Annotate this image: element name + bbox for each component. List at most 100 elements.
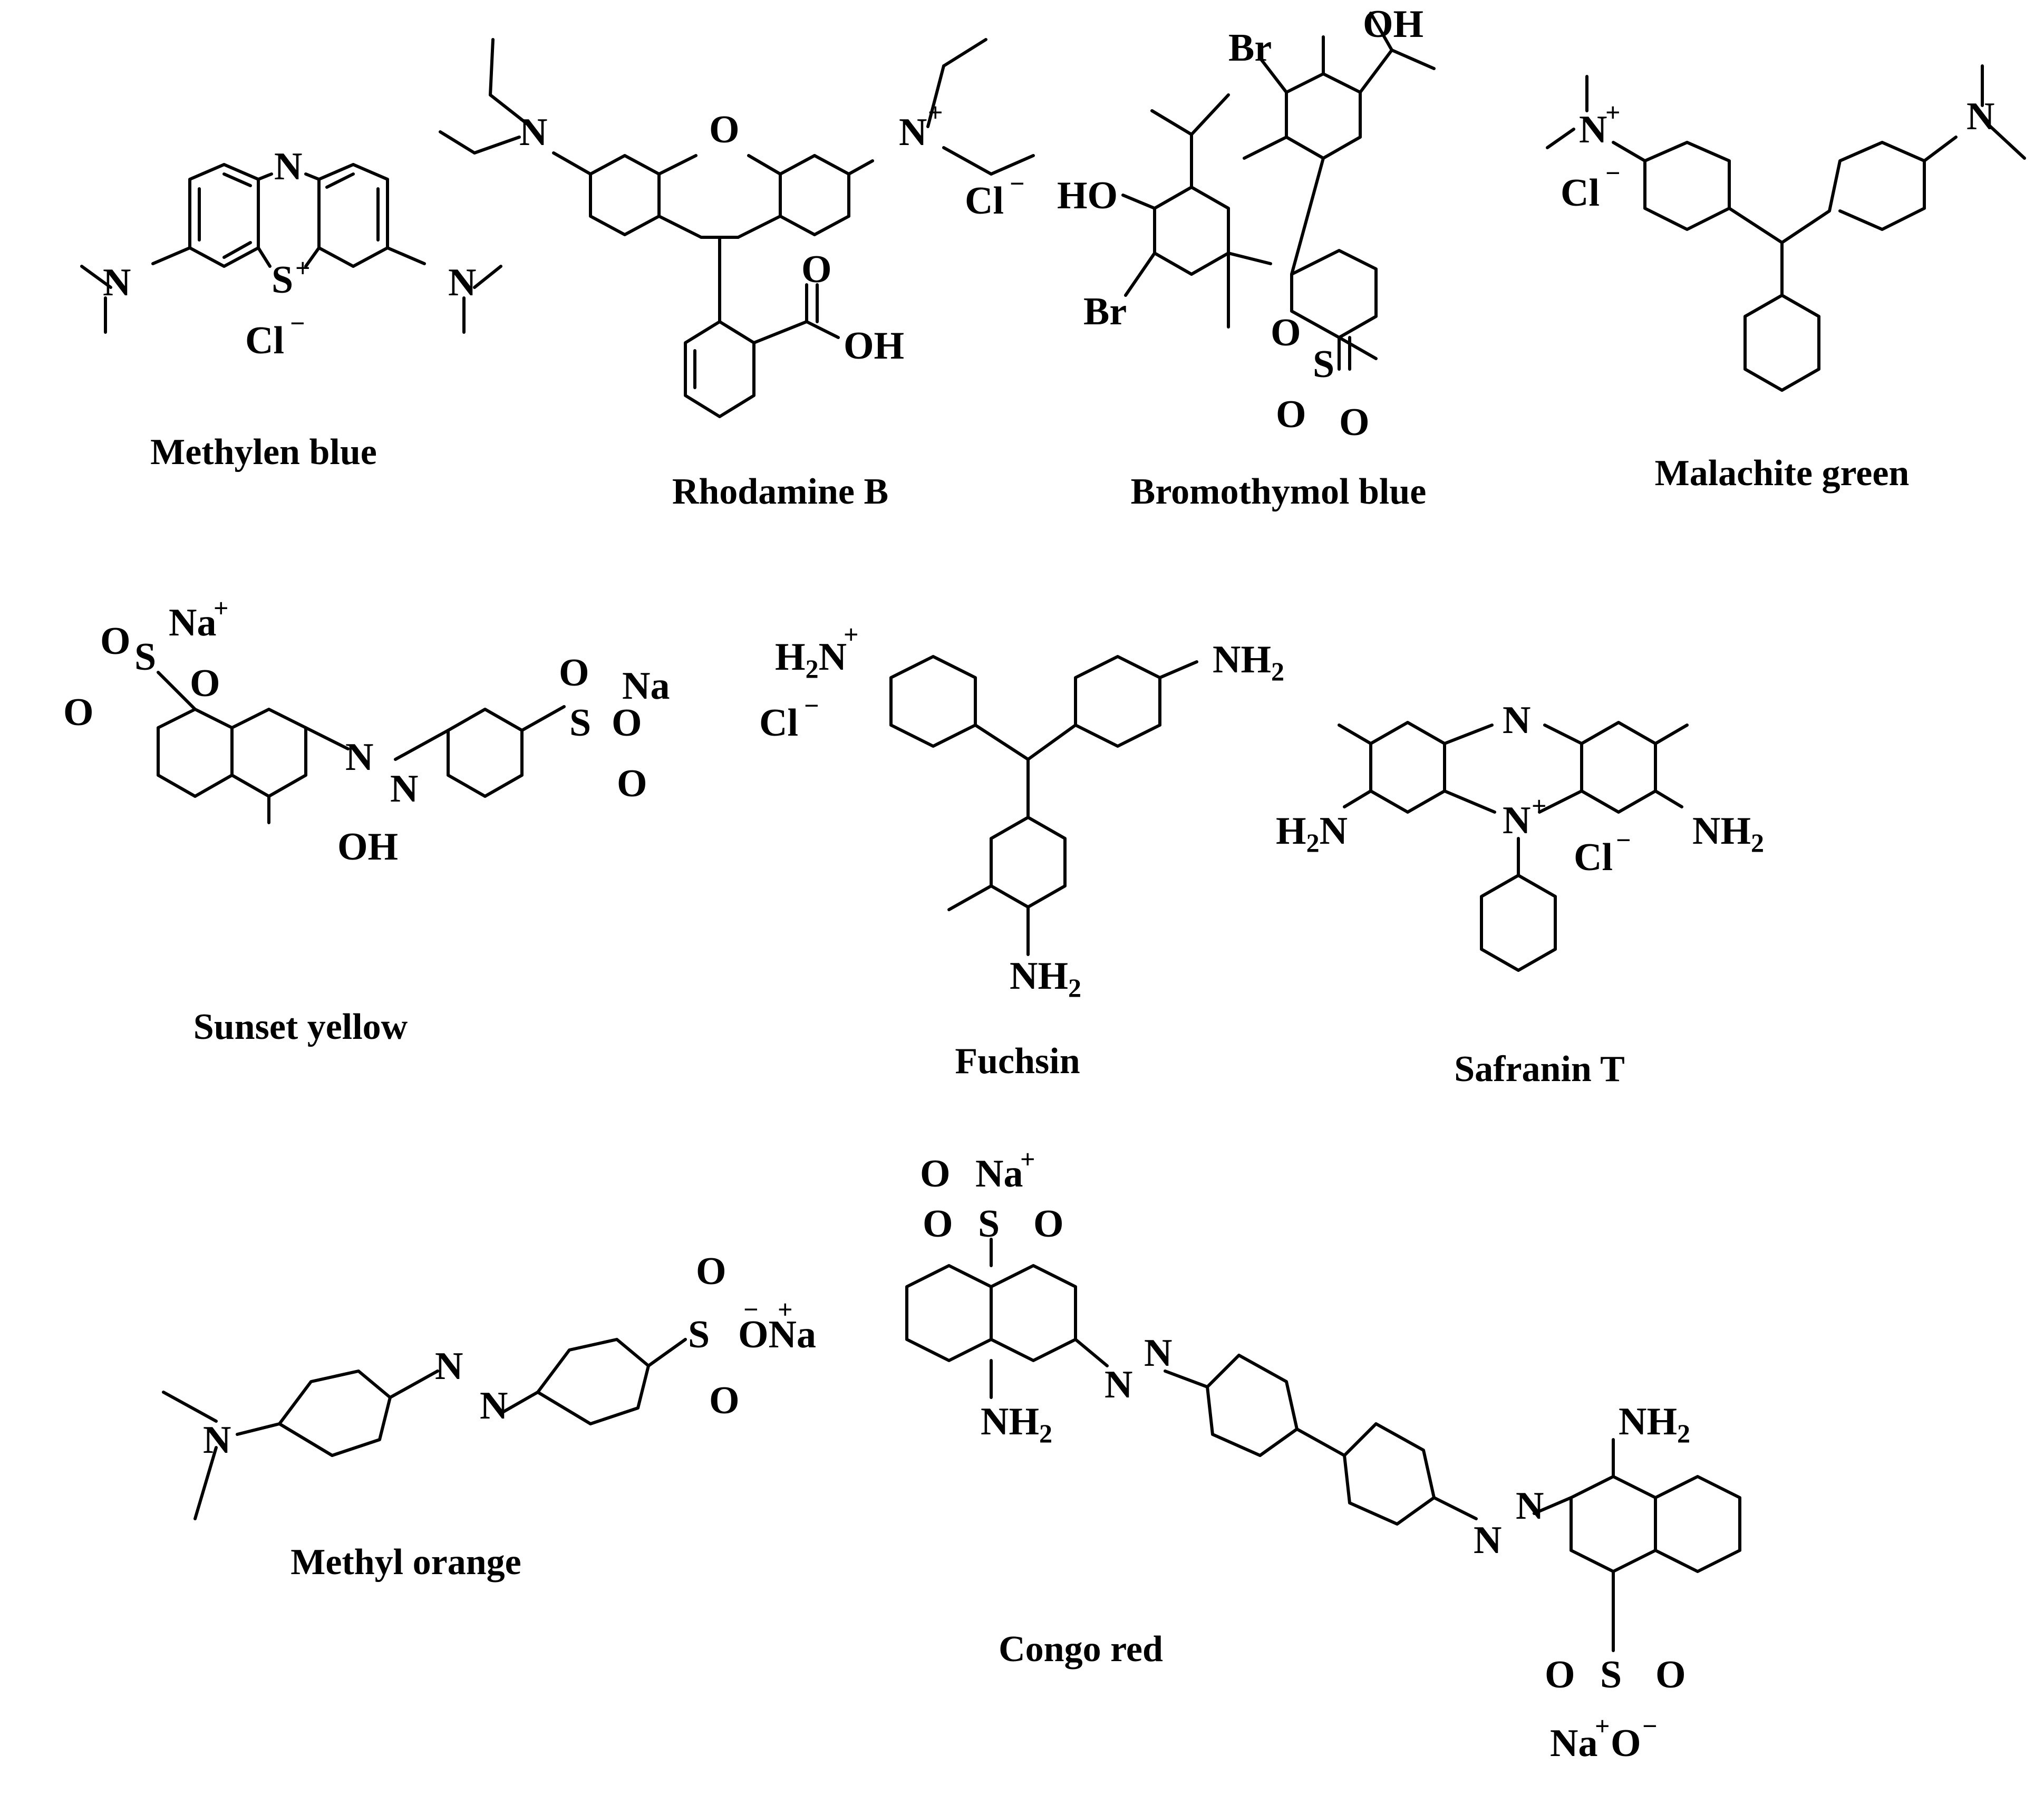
btb-ring-o: O — [1271, 311, 1301, 354]
cr-na2: Na — [1550, 1722, 1597, 1765]
cr-o-charge: − — [1642, 1711, 1658, 1741]
sy-azo-n2: N — [390, 767, 418, 811]
caption-fuchsin: Fuchsin — [955, 1041, 1080, 1082]
saf-n-charge: + — [1532, 791, 1547, 821]
mb-s-charge: + — [295, 253, 311, 283]
mb-chloride-charge: − — [290, 308, 305, 338]
sy-right-o2: O — [617, 762, 647, 805]
mo-sulfonyl-o2: O — [709, 1379, 740, 1422]
bromothymol-blue-structure: Br OH HO Br O S O O — [1057, 3, 1436, 444]
malachite-green-structure: N + Cl − N — [1546, 64, 2026, 392]
mb-right-n: N — [448, 261, 476, 304]
caption-rhodamine-b: Rhodamine B — [672, 471, 888, 512]
mo-dimethyl-n: N — [203, 1419, 231, 1462]
cr-left-nh2: NH2 — [981, 1400, 1052, 1448]
sy-right-s: S — [569, 701, 591, 745]
methyl-orange-structure: N N N O S ONa − + O — [162, 1250, 816, 1520]
mo-azo-n1: N — [435, 1345, 463, 1388]
rb-acid-oh: OH — [844, 324, 904, 368]
rb-n-charge: + — [928, 98, 943, 127]
btb-sulfonyl-o1: O — [1276, 393, 1306, 436]
sy-left-o1: O — [63, 691, 94, 734]
saf-chloride: Cl — [1574, 836, 1613, 879]
sy-hydroxyl: OH — [337, 825, 398, 869]
mo-sulfur: S — [688, 1313, 710, 1356]
btb-top-br: Br — [1228, 26, 1272, 70]
fu-bottom-nh2: NH2 — [1010, 954, 1081, 1002]
saf-left-h2n: H2N — [1276, 809, 1348, 857]
caption-bromothymol-blue: Bromothymol blue — [1131, 471, 1427, 512]
sy-na1-charge: + — [214, 593, 229, 623]
cr-na1: Na — [975, 1152, 1023, 1195]
mo-sulfonyl-o1: O — [696, 1250, 726, 1293]
rb-ring-o: O — [709, 108, 740, 151]
saf-n-plus: N — [1503, 799, 1530, 842]
cr-bottom-s: S — [1600, 1653, 1622, 1696]
rb-carbonyl-o: O — [801, 248, 832, 291]
cr-azo1-n1: N — [1105, 1363, 1132, 1406]
cr-top-o-minus: O — [920, 1152, 951, 1195]
cr-azo2-n1: N — [1474, 1519, 1501, 1562]
mg-n-charge: + — [1605, 98, 1621, 127]
rb-left-n: N — [519, 111, 547, 154]
mb-chloride: Cl — [245, 319, 284, 362]
caption-sunset-yellow: Sunset yellow — [193, 1007, 408, 1047]
rhodamine-b-structure: O N N + Cl − O OH — [439, 38, 1035, 418]
cr-top-o1: O — [923, 1202, 953, 1246]
mo-o-charge: − — [743, 1295, 759, 1324]
btb-sulfonyl-o2: O — [1339, 401, 1370, 444]
rb-right-n: N — [899, 111, 927, 154]
fu-chloride-charge: − — [804, 691, 819, 720]
mg-chloride: Cl — [1561, 171, 1600, 215]
mb-left-n: N — [103, 261, 131, 304]
btb-left-br: Br — [1083, 290, 1127, 333]
mg-chloride-charge: − — [1605, 158, 1621, 188]
caption-malachite-green: Malachite green — [1655, 453, 1910, 494]
sy-left-s: S — [134, 635, 156, 679]
mb-ring-n: N — [274, 145, 302, 188]
saf-ring-n: N — [1503, 699, 1530, 742]
sunset-yellow-structure: S O O O Na + OH N N S O O O Na — [63, 593, 670, 869]
fu-iminium-h2n: H2N — [775, 635, 847, 683]
cr-bottom-o1: O — [1545, 1653, 1575, 1696]
saf-chloride-charge: − — [1616, 825, 1631, 855]
caption-congo-red: Congo red — [999, 1629, 1163, 1670]
rb-chloride-charge: − — [1010, 169, 1025, 198]
methylene-blue-structure: N S + N N Cl − — [80, 145, 502, 362]
fuchsin-structure: H2N + Cl − NH2 NH2 — [759, 620, 1284, 1002]
mo-azo-n2: N — [480, 1384, 508, 1428]
cr-bottom-o-minus: O — [1611, 1722, 1641, 1765]
caption-methyl-orange: Methyl orange — [290, 1542, 521, 1583]
cr-na1-charge: + — [1020, 1144, 1035, 1174]
cr-top-s: S — [978, 1202, 1000, 1246]
sy-left-o-minus: O — [100, 620, 131, 663]
sy-na1: Na — [169, 601, 216, 644]
sy-azo-n1: N — [345, 736, 373, 779]
cr-azo1-n2: N — [1144, 1332, 1172, 1375]
cr-right-nh2: NH2 — [1619, 1400, 1690, 1448]
fu-iminium-charge: + — [844, 620, 859, 649]
cr-azo2-n2: N — [1516, 1484, 1544, 1528]
congo-red-structure: O Na + O S O NH2 N N N N NH2 O S O Na + … — [905, 1144, 1741, 1765]
mg-right-n: N — [1966, 95, 1994, 138]
rb-chloride: Cl — [965, 179, 1004, 223]
fu-chloride: Cl — [759, 701, 798, 745]
safranin-t-structure: N N + Cl − H2N NH2 — [1276, 699, 1764, 972]
sy-na2: Na — [622, 664, 670, 708]
cr-bottom-o2: O — [1655, 1653, 1686, 1696]
mb-ring-s: S — [272, 258, 293, 302]
sy-left-o2: O — [190, 662, 220, 705]
caption-safranin-t: Safranin T — [1454, 1049, 1625, 1089]
btb-top-oh: OH — [1363, 3, 1423, 46]
caption-methylene-blue: Methylen blue — [150, 432, 377, 472]
sy-right-o1: O — [559, 651, 589, 695]
btb-left-ho: HO — [1057, 174, 1118, 217]
mo-ona: ONa — [738, 1313, 816, 1356]
sy-right-o-minus: O — [612, 701, 642, 745]
btb-sulfur: S — [1313, 343, 1334, 386]
saf-right-nh2: NH2 — [1692, 809, 1764, 857]
mo-na-charge: + — [778, 1295, 793, 1324]
mg-left-n: N — [1579, 108, 1607, 151]
